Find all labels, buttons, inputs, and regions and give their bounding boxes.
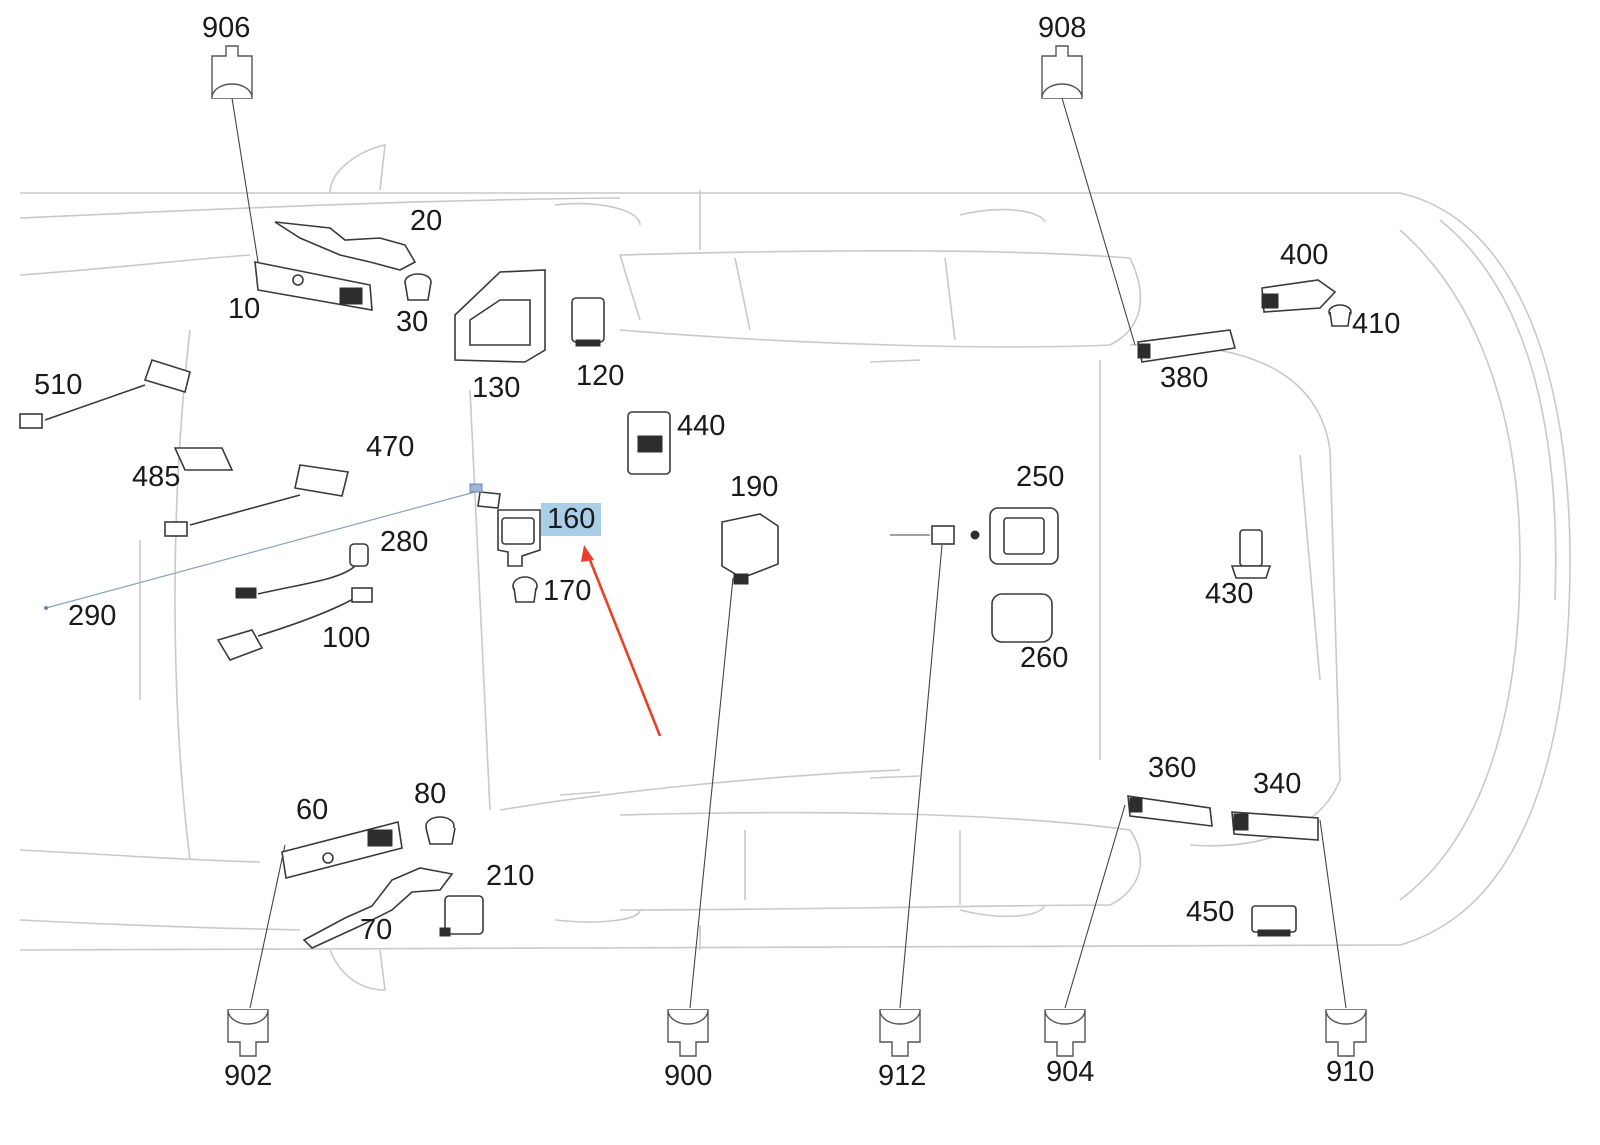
part-430-mount-icon [1230, 529, 1272, 579]
part-120-module-icon [571, 297, 605, 347]
part-360-module-icon [1127, 795, 1213, 827]
connector-910-icon [1325, 1009, 1367, 1057]
label-470: 470 [366, 431, 415, 463]
leader-lines [231, 97, 1347, 1009]
label-250: 250 [1016, 461, 1065, 493]
leader-908 [1061, 97, 1136, 346]
parts [19, 221, 1352, 949]
part-20-bracket-icon [274, 221, 417, 271]
label-912: 912 [878, 1060, 927, 1092]
label-485: 485 [132, 461, 181, 493]
part-100-antenna-icon [216, 587, 373, 661]
connector-900-icon [667, 1009, 709, 1057]
part-250-display-icon [931, 507, 1059, 565]
part-30-nut-icon [404, 273, 432, 301]
label-120: 120 [576, 360, 625, 392]
label-280: 280 [380, 526, 429, 558]
label-360: 360 [1148, 752, 1197, 784]
label-902: 902 [224, 1060, 273, 1092]
part-410-nut-icon [1328, 304, 1352, 327]
label-190: 190 [730, 471, 779, 503]
part-130-bracket-icon [454, 269, 546, 363]
label-904: 904 [1046, 1056, 1095, 1088]
part-10-module-icon [254, 261, 373, 311]
connector-906-icon [211, 45, 253, 99]
label-20: 20 [410, 205, 443, 237]
label-900: 900 [664, 1060, 713, 1092]
label-910: 910 [1326, 1056, 1375, 1088]
part-210-module-icon [439, 895, 484, 937]
part-440-module-icon [627, 411, 671, 475]
part-510-antenna-icon [19, 359, 191, 429]
part-340-module-icon [1231, 811, 1319, 841]
label-340: 340 [1253, 768, 1302, 800]
label-130: 130 [472, 372, 521, 404]
part-280-plug-icon [235, 543, 369, 599]
label-70: 70 [360, 914, 393, 946]
part-450-module-icon [1251, 905, 1297, 937]
part-470-antenna-icon [164, 464, 349, 537]
connector-904-icon [1044, 1009, 1086, 1057]
label-410: 410 [1352, 308, 1401, 340]
connector-912-icon [879, 1009, 921, 1057]
label-380: 380 [1160, 362, 1209, 394]
leader-912 [899, 544, 943, 1009]
connector-symbols [211, 45, 1367, 1057]
label-450: 450 [1186, 896, 1235, 928]
leader-910 [1319, 819, 1347, 1009]
label-170: 170 [543, 575, 592, 607]
label-908: 908 [1038, 12, 1087, 44]
part-70-bracket-icon [302, 867, 454, 949]
car-outline [19, 144, 1571, 991]
label-60: 60 [296, 794, 329, 826]
label-906: 906 [202, 12, 251, 44]
leader-900 [689, 577, 734, 1009]
label-80: 80 [414, 778, 447, 810]
label-210: 210 [486, 860, 535, 892]
label-100: 100 [322, 622, 371, 654]
part-260-pad-icon [991, 593, 1053, 643]
part-170-nut-icon [512, 576, 538, 603]
leader-906 [231, 97, 259, 263]
part-60-module-icon [281, 821, 403, 879]
label-290: 290 [68, 600, 117, 632]
label-440: 440 [677, 410, 726, 442]
leader-904 [1064, 804, 1126, 1009]
label-260: 260 [1020, 642, 1069, 674]
part-380-module-icon [1137, 329, 1237, 363]
label-510: 510 [34, 369, 83, 401]
part-485-pad-icon [173, 447, 234, 471]
label-10: 10 [228, 293, 261, 325]
label-160-highlighted[interactable]: 160 [541, 503, 602, 536]
part-190-module-icon [721, 513, 779, 585]
connector-902-icon [227, 1009, 269, 1057]
part-80-nut-icon [425, 816, 456, 845]
label-400: 400 [1280, 239, 1329, 271]
label-430: 430 [1205, 578, 1254, 610]
part-160-sensor-icon [477, 491, 541, 567]
part-400-module-icon [1261, 279, 1337, 313]
connector-908-icon [1041, 45, 1083, 99]
part-290-wire-icon [44, 483, 483, 610]
leader-902 [249, 844, 286, 1009]
pointer-arrow [581, 545, 662, 737]
label-30: 30 [396, 306, 429, 338]
